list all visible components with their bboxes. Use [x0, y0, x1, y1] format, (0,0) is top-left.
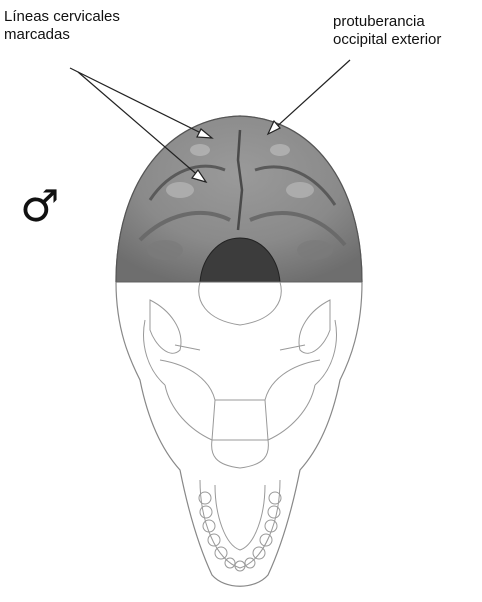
arrow-cervical-upper — [70, 68, 207, 136]
arrow-cervical-lower — [78, 72, 201, 178]
occipital-shaded-region — [116, 116, 362, 282]
arrow-protuberance — [273, 60, 350, 130]
